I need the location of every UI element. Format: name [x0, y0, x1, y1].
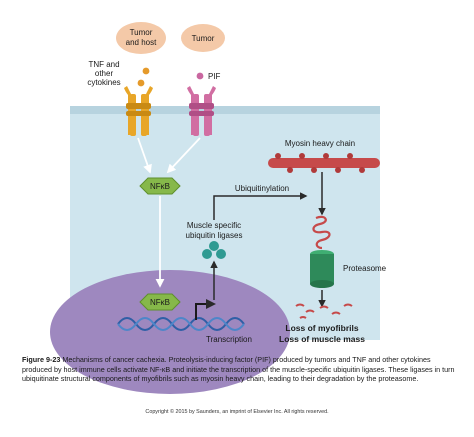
proteasome	[310, 250, 334, 288]
ubiquitinylation-label: Ubiquitinylation	[235, 184, 289, 193]
source-tumor: Tumor	[181, 24, 225, 52]
nfkb-nucleus-label: NFκB	[150, 298, 170, 307]
dna-helix	[117, 317, 245, 331]
ligases-label-line2: ubiquitin ligases	[186, 231, 243, 240]
source-tumor-host-line1: Tumor	[130, 28, 153, 37]
cytokine-dot	[137, 79, 145, 87]
pif-label: PIF	[208, 72, 221, 81]
transcription-arrow	[195, 299, 216, 320]
tnf-label-line2: other	[95, 69, 114, 78]
nfkb-cytoplasm: NFκB	[139, 177, 181, 195]
figure-label: Figure 9-23	[22, 355, 61, 364]
transcription-label: Transcription	[206, 335, 252, 344]
arrow-tnf-to-nfkb	[137, 137, 152, 174]
figure-caption: Figure 9-23 Mechanisms of cancer cachexi…	[22, 355, 458, 384]
ligases-label-line1: Muscle specific	[187, 221, 241, 230]
loss-label-line1: Loss of myofibrils	[285, 323, 358, 333]
cytokine-dot	[142, 67, 150, 75]
tnf-receptor	[124, 86, 153, 136]
ubiquitinated-strand	[312, 215, 331, 250]
pif-dot	[196, 72, 204, 80]
cell-membrane	[70, 106, 380, 114]
pif-receptor	[187, 86, 216, 136]
myosin-fragments	[295, 303, 353, 319]
myosin-label: Myosin heavy chain	[285, 139, 355, 148]
nucleus	[50, 270, 290, 394]
nfkb-cytoplasm-label: NFκB	[150, 182, 170, 191]
nfkb-nucleus: NFκB	[139, 293, 181, 311]
ubiquitin-ligases	[202, 241, 226, 259]
proteasome-label: Proteasome	[343, 264, 387, 273]
arrow-pif-to-nfkb	[166, 137, 201, 174]
source-tumor-host: Tumor and host	[116, 22, 166, 54]
source-tumor-label: Tumor	[192, 34, 215, 43]
caption-text: Mechanisms of cancer cachexia. Proteolys…	[22, 355, 455, 384]
myosin-filament	[268, 153, 380, 173]
tnf-label-line3: cytokines	[87, 78, 120, 87]
source-tumor-host-line2: and host	[126, 38, 157, 47]
loss-label-line2: Loss of muscle mass	[279, 334, 365, 344]
copyright-notice: Copyright © 2015 by Saunders, an imprint…	[145, 409, 329, 415]
ubiquitinylation-arrow	[213, 192, 308, 220]
tnf-label-line1: TNF and	[88, 60, 119, 69]
